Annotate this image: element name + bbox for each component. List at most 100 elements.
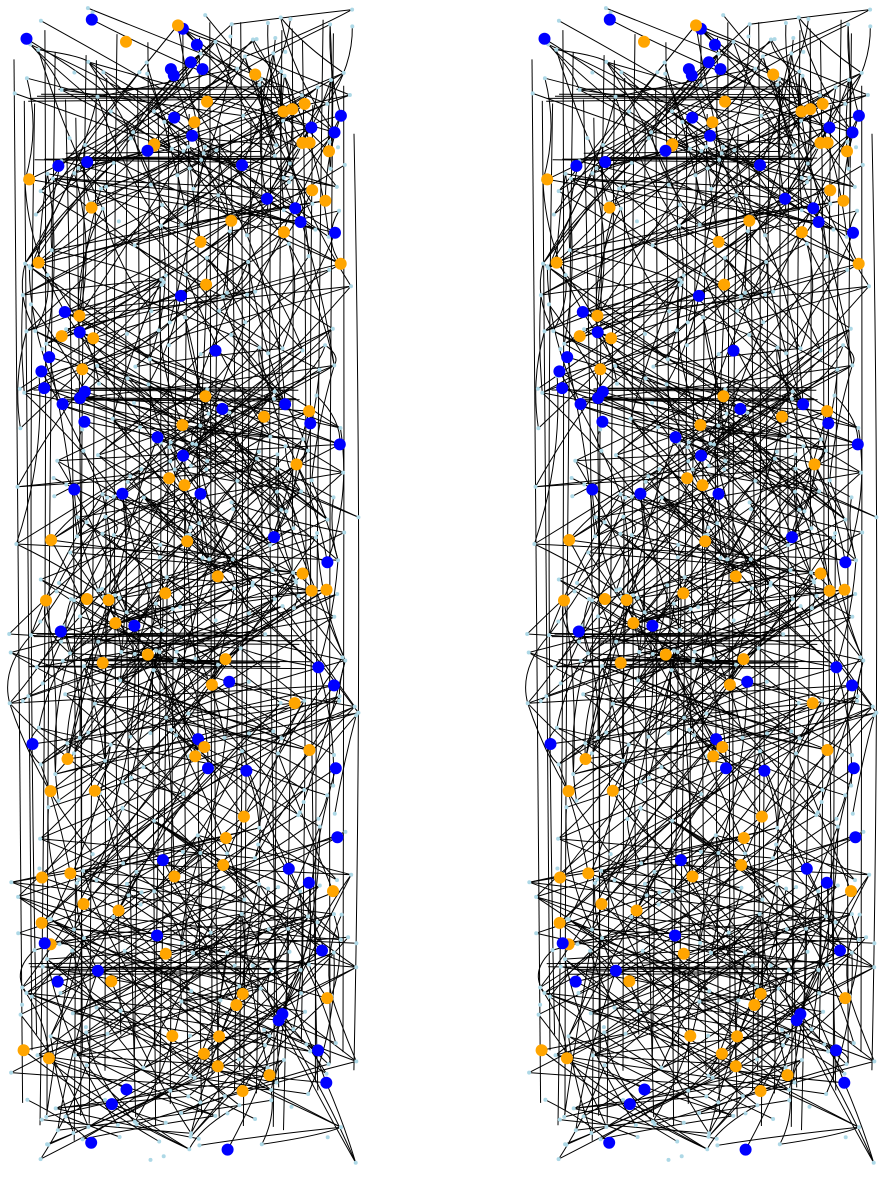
graph-edge [623, 516, 772, 584]
blue-node [599, 156, 612, 168]
graph-edge [37, 1054, 309, 1095]
small-node [122, 948, 127, 953]
small-node [781, 1043, 786, 1048]
small-node [38, 1157, 43, 1162]
graph-edge [541, 1049, 678, 1142]
small-node [706, 1073, 711, 1078]
graph-edge [259, 53, 274, 199]
graph-edge [105, 516, 118, 536]
small-node [18, 426, 23, 431]
small-node [70, 1011, 75, 1016]
graph-edge [557, 706, 873, 840]
small-node [542, 991, 547, 995]
small-node [90, 852, 95, 857]
small-node [819, 800, 824, 804]
graph-edge [549, 996, 719, 1103]
blue-node [727, 344, 740, 357]
graph-edge [747, 681, 873, 708]
small-node [824, 254, 829, 259]
small-node [268, 434, 273, 439]
graph-edge [52, 178, 269, 354]
graph-edge [88, 61, 195, 123]
graph-edge [353, 133, 360, 1071]
graph-edge [579, 89, 803, 211]
graph-edge [40, 764, 71, 874]
small-node [557, 1117, 562, 1122]
small-node [715, 1143, 720, 1148]
small-node [743, 290, 747, 295]
graph-edge [229, 210, 340, 232]
graph-edge [188, 537, 317, 714]
small-node [604, 730, 609, 735]
small-node [613, 94, 618, 99]
graph-edge [65, 1116, 120, 1138]
small-node [263, 632, 268, 637]
graph-edge [566, 973, 800, 975]
small-node [69, 597, 73, 601]
small-node [180, 940, 185, 945]
graph-edge [153, 820, 260, 885]
small-node [225, 1111, 230, 1116]
graph-edge [79, 285, 352, 317]
small-node [207, 557, 212, 562]
small-node [349, 872, 354, 877]
graph-edge [261, 1126, 342, 1145]
orange-node [630, 904, 643, 917]
graph-edge [848, 913, 859, 996]
graph-edge [615, 454, 728, 560]
graph-edge [724, 255, 828, 390]
graph-edge [130, 777, 184, 795]
graph-edge [592, 951, 808, 1056]
small-node [325, 101, 330, 106]
graph-edge [568, 1036, 592, 1134]
graph-edge [283, 111, 338, 188]
small-node [593, 881, 597, 885]
graph-edge [600, 870, 691, 1037]
small-node [81, 868, 86, 873]
small-node [46, 805, 51, 810]
small-node [325, 1135, 330, 1140]
small-node [747, 500, 752, 505]
blue-node [596, 385, 609, 398]
small-node [205, 255, 209, 260]
graph-edge [628, 981, 710, 1134]
small-node [723, 458, 728, 463]
blue-node [78, 415, 91, 428]
small-node [309, 478, 314, 483]
small-node [547, 633, 551, 638]
graph-edge [189, 168, 341, 265]
graph-edge [115, 491, 302, 624]
orange-node [321, 992, 334, 1005]
graph-edge [76, 453, 278, 537]
graph-edge [559, 922, 617, 972]
blue-node [294, 216, 307, 228]
graph-edge [65, 328, 302, 492]
graph-edge [134, 587, 235, 655]
graph-edge [581, 397, 818, 401]
graph-edge [702, 391, 794, 486]
graph-edge [677, 651, 763, 817]
small-node [872, 713, 877, 718]
small-node [696, 605, 701, 609]
graph-edge [72, 913, 335, 1014]
graph-edge [747, 210, 858, 232]
small-node [251, 37, 255, 42]
graph-edge [177, 25, 277, 146]
small-node [338, 937, 343, 942]
orange-node [554, 871, 566, 884]
graph-edge [254, 74, 277, 146]
small-node [835, 367, 840, 372]
small-node [572, 589, 577, 594]
graph-edge [23, 37, 134, 133]
blue-node [596, 415, 609, 428]
graph-edge [242, 18, 291, 117]
graph-edge [548, 497, 626, 636]
graph-edge [159, 557, 164, 653]
graph-edge [541, 37, 652, 133]
small-node [60, 658, 65, 663]
graph-edge [575, 443, 858, 462]
graph-edge [671, 669, 800, 739]
graph-edge [637, 572, 812, 599]
small-node [8, 650, 13, 655]
graph-edge [667, 358, 859, 429]
